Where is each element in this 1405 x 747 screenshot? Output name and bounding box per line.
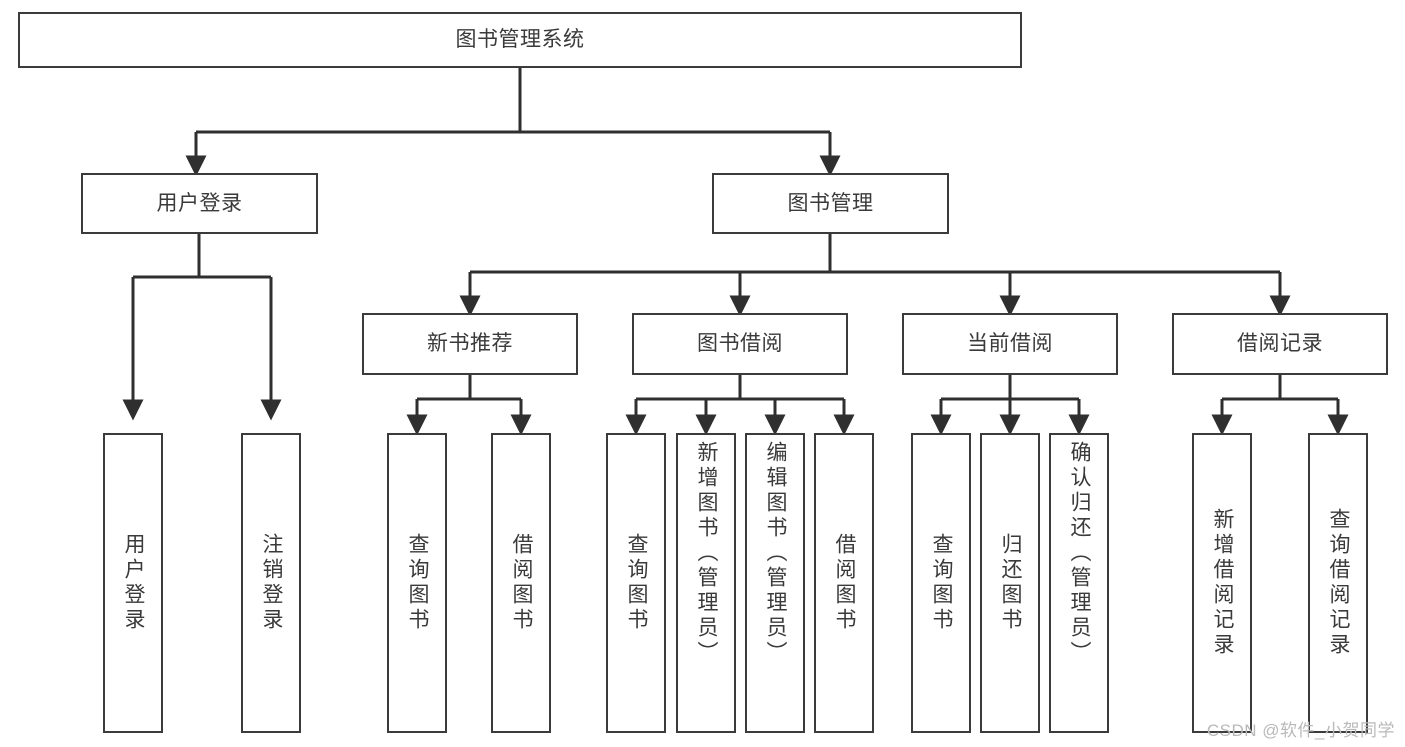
node-current-borrow[interactable]: 当前借阅 bbox=[902, 313, 1118, 375]
leaf-borrow-query-book-label: 查询图书 bbox=[625, 533, 649, 633]
leaf-borrow-add-book-admin-label: 新增图书（管理员） bbox=[695, 441, 719, 666]
leaf-borrow-query-book[interactable]: 查询图书 bbox=[606, 433, 666, 733]
leaf-borrow-add-book-admin[interactable]: 新增图书（管理员） bbox=[676, 433, 736, 733]
node-book-management[interactable]: 图书管理 bbox=[712, 173, 949, 234]
node-book-borrow-label: 图书借阅 bbox=[697, 332, 783, 356]
node-root[interactable]: 图书管理系统 bbox=[18, 12, 1022, 68]
leaf-record-add-label: 新增借阅记录 bbox=[1211, 508, 1235, 658]
leaf-borrow-lend-book[interactable]: 借阅图书 bbox=[814, 433, 874, 733]
leaf-recommend-borrow-book[interactable]: 借阅图书 bbox=[491, 433, 551, 733]
node-borrow-record[interactable]: 借阅记录 bbox=[1172, 313, 1388, 375]
leaf-borrow-edit-book-admin-label: 编辑图书（管理员） bbox=[764, 441, 788, 666]
leaf-current-return-book-label: 归还图书 bbox=[999, 533, 1023, 633]
leaf-record-search-label: 查询借阅记录 bbox=[1327, 508, 1351, 658]
watermark: CSDN @软件_小贺同学 bbox=[1206, 721, 1395, 740]
node-user-login-label: 用户登录 bbox=[156, 191, 243, 215]
leaf-current-confirm-return-admin-label: 确认归还（管理员） bbox=[1068, 441, 1092, 666]
leaf-user-logout[interactable]: 注销登录 bbox=[241, 433, 301, 733]
leaf-user-logout-label: 注销登录 bbox=[260, 533, 284, 633]
leaf-user-login[interactable]: 用户登录 bbox=[103, 433, 163, 733]
leaf-recommend-query-book-label: 查询图书 bbox=[406, 533, 430, 633]
node-new-book-recommend[interactable]: 新书推荐 bbox=[362, 313, 578, 375]
node-borrow-record-label: 借阅记录 bbox=[1237, 332, 1323, 356]
leaf-record-search[interactable]: 查询借阅记录 bbox=[1308, 433, 1368, 733]
leaf-current-return-book[interactable]: 归还图书 bbox=[980, 433, 1040, 733]
leaf-borrow-lend-book-label: 借阅图书 bbox=[833, 533, 857, 633]
node-new-book-recommend-label: 新书推荐 bbox=[427, 332, 513, 356]
node-root-label: 图书管理系统 bbox=[455, 28, 585, 52]
leaf-user-login-label: 用户登录 bbox=[122, 533, 146, 633]
leaf-recommend-query-book[interactable]: 查询图书 bbox=[387, 433, 447, 733]
node-book-management-label: 图书管理 bbox=[787, 191, 874, 215]
leaf-current-query-book[interactable]: 查询图书 bbox=[911, 433, 971, 733]
leaf-borrow-edit-book-admin[interactable]: 编辑图书（管理员） bbox=[745, 433, 805, 733]
node-book-borrow[interactable]: 图书借阅 bbox=[632, 313, 848, 375]
leaf-current-query-book-label: 查询图书 bbox=[930, 533, 954, 633]
node-current-borrow-label: 当前借阅 bbox=[967, 332, 1053, 356]
leaf-recommend-borrow-book-label: 借阅图书 bbox=[510, 533, 534, 633]
leaf-record-add[interactable]: 新增借阅记录 bbox=[1192, 433, 1252, 733]
node-user-login[interactable]: 用户登录 bbox=[81, 173, 318, 234]
leaf-current-confirm-return-admin[interactable]: 确认归还（管理员） bbox=[1049, 433, 1109, 733]
